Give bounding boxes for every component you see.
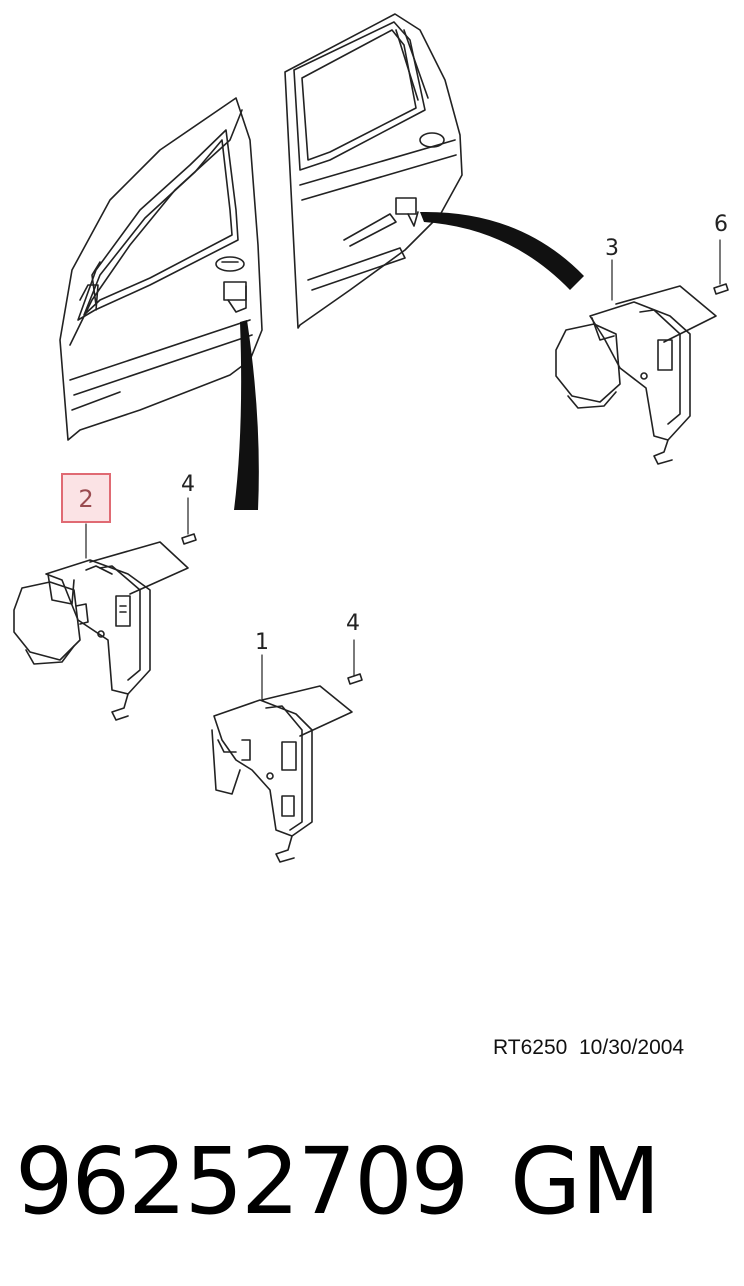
callout-4-left[interactable]: 4 bbox=[181, 472, 195, 497]
callout-1[interactable]: 1 bbox=[255, 630, 269, 655]
part-number: 96252709 bbox=[15, 1128, 469, 1235]
rear-door-outline bbox=[284, 13, 463, 329]
callout-2[interactable]: 2 bbox=[61, 473, 111, 523]
door-lock-actuator-1 bbox=[211, 685, 353, 863]
door-lock-actuator-2 bbox=[13, 541, 189, 721]
rear-link-band bbox=[420, 211, 584, 290]
callout-6[interactable]: 6 bbox=[714, 212, 728, 237]
door-lock-actuator-3 bbox=[555, 285, 717, 465]
leader-lines bbox=[85, 239, 721, 701]
callout-4-center[interactable]: 4 bbox=[346, 611, 360, 636]
brand-name: GM bbox=[510, 1128, 661, 1235]
front-door-outline bbox=[59, 97, 263, 441]
front-link-band bbox=[234, 320, 259, 510]
diagram-reference: RT6250 10/30/2004 bbox=[493, 1036, 685, 1059]
callout-3[interactable]: 3 bbox=[605, 236, 619, 261]
screw-icon bbox=[181, 283, 729, 685]
